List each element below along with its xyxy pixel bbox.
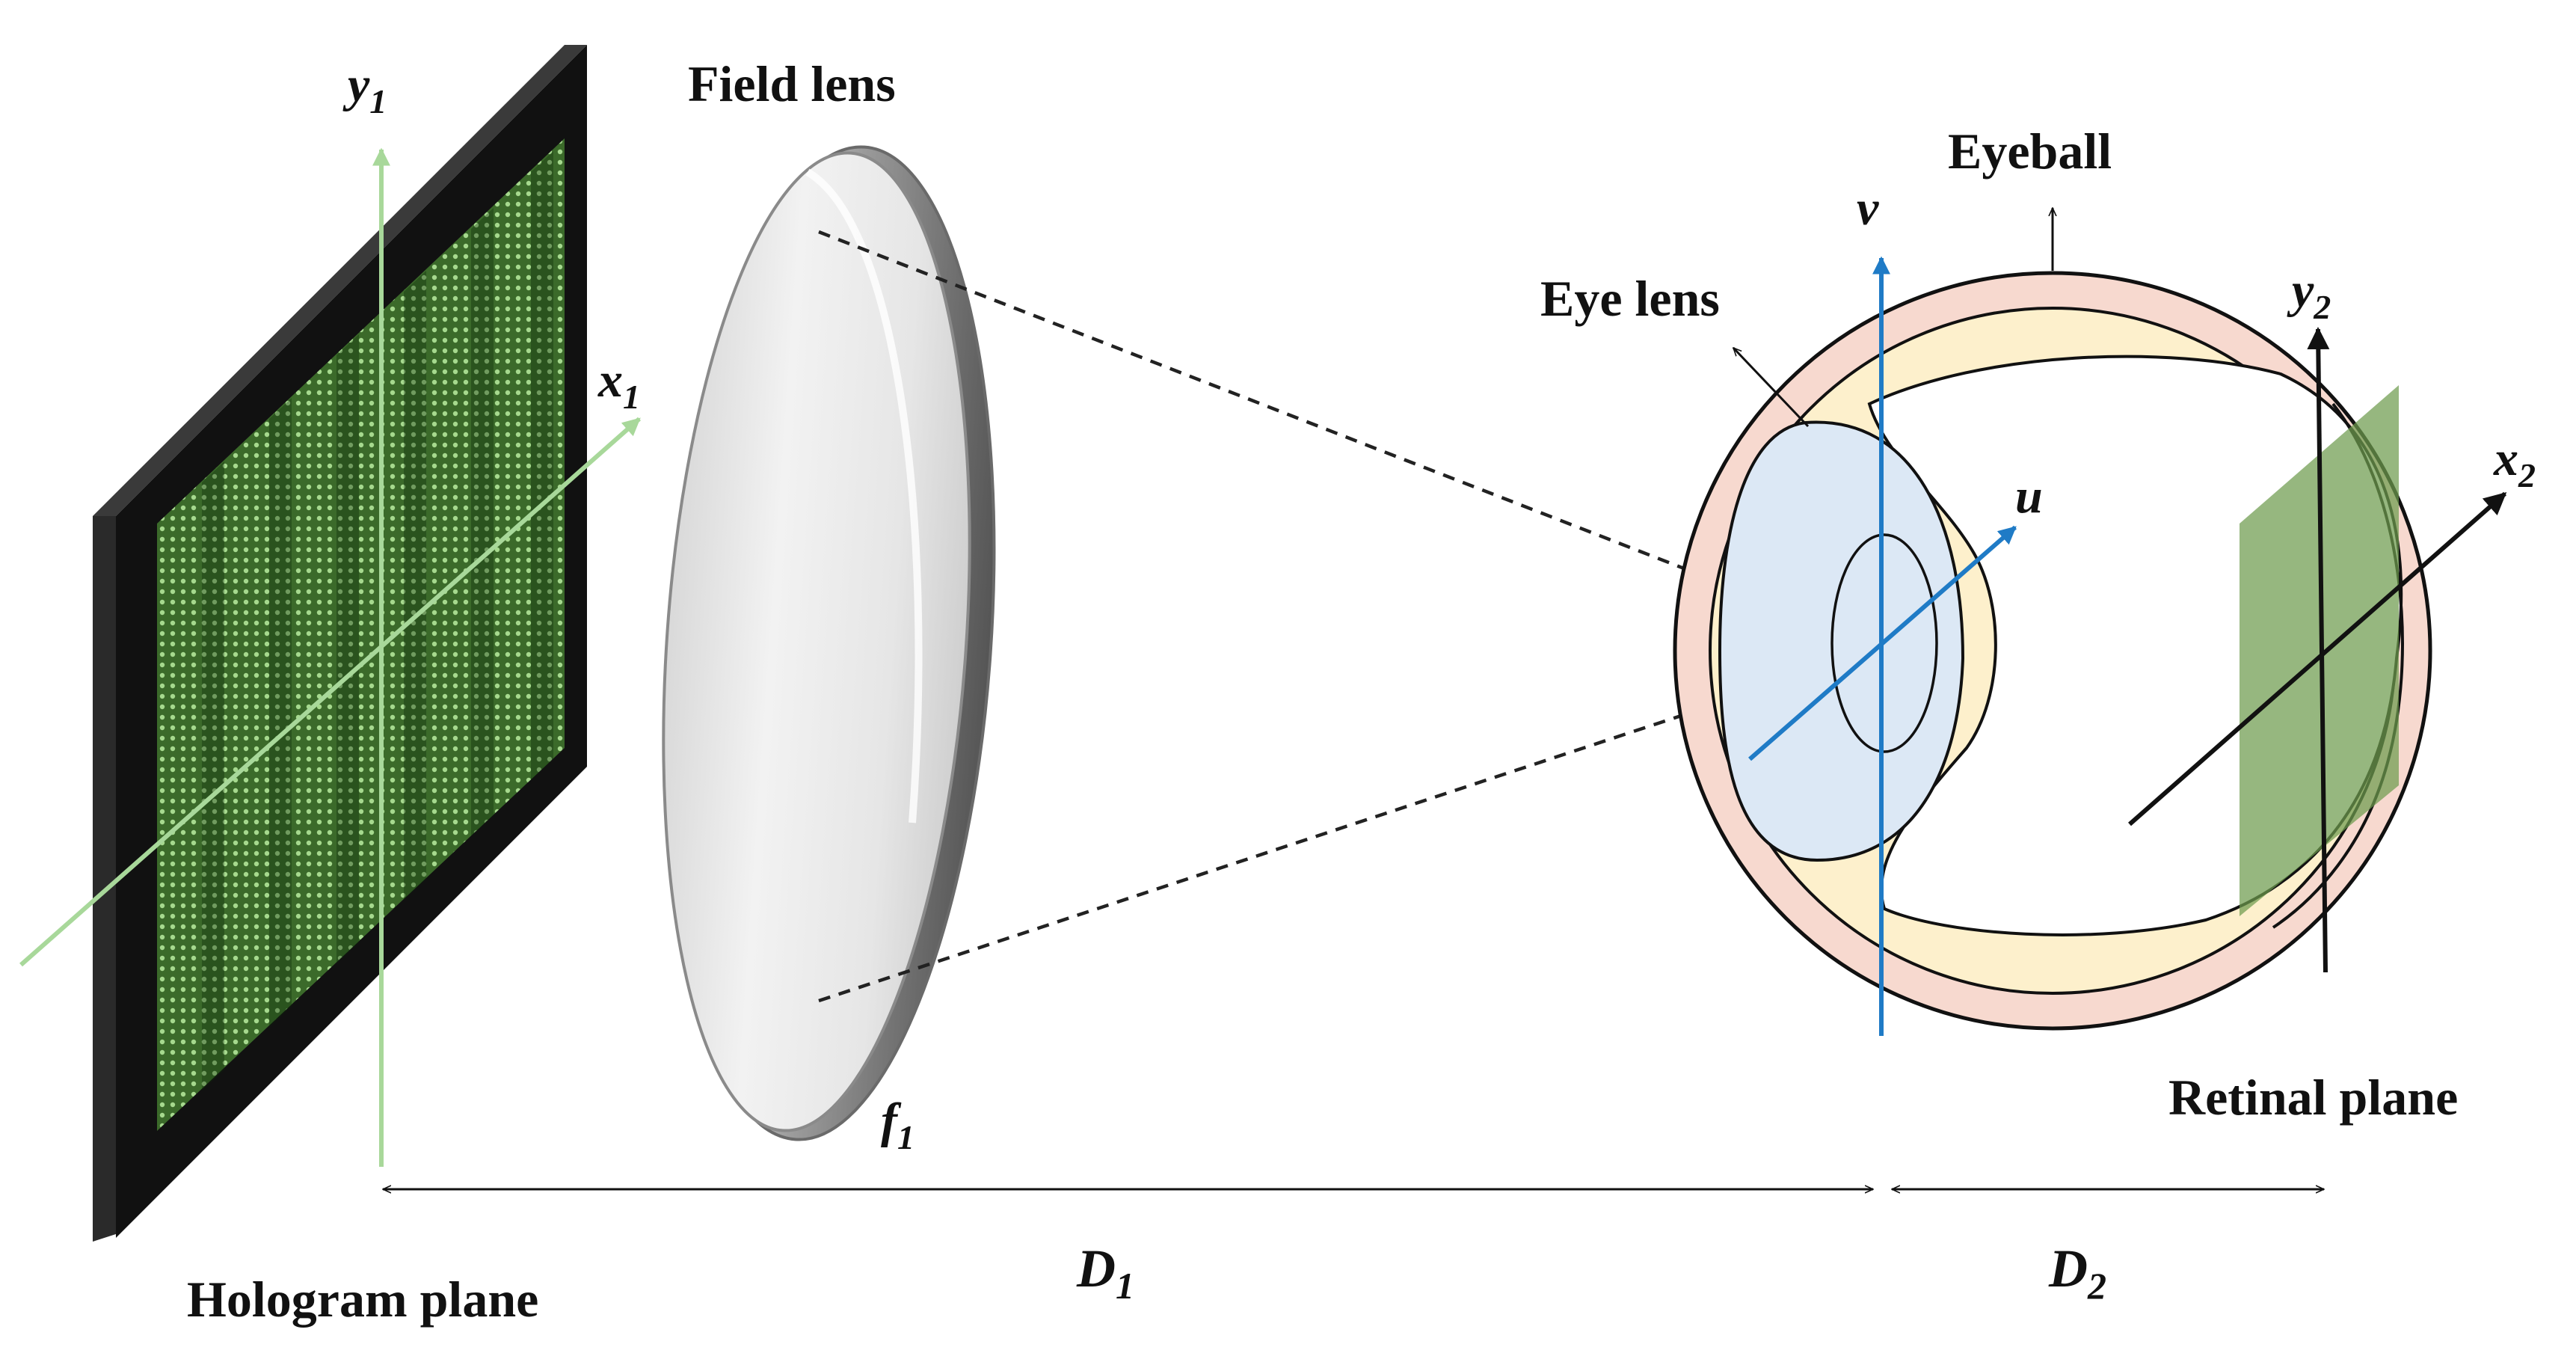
retinal-plane-sheet [2240,385,2399,916]
hologram-frame-side [93,509,116,1242]
hologram-axes [19,147,641,1167]
u-axis [1748,525,2017,761]
eye-lens-label: Eye lens [1540,270,1720,327]
hologram-frame-top [93,45,587,516]
d1-label: D1 [1076,1239,1134,1307]
eye-lens-pointer [1733,348,1810,428]
eyeball-label: Eyeball [1948,123,2112,180]
x1-label: x1 [597,353,640,416]
retinal-plane [2128,327,2507,973]
u-label: u [2015,469,2043,524]
lens-focal-label: f1 [881,1094,914,1156]
field-lens [662,145,996,1141]
v-label: v [1857,181,1879,236]
y1-label: y1 [342,58,387,120]
field-lens-label: Field lens [688,55,896,112]
field-lens-face [662,151,971,1132]
hologram-plane [93,45,587,1242]
field-lens-highlight [805,168,923,823]
eye-lens [1718,420,1965,862]
hologram-pattern [157,138,565,1131]
d2-label: D2 [2048,1239,2106,1307]
x2-axis [2128,491,2507,826]
eye-lens-axes [1748,256,2017,1036]
hologram-plane-label: Hologram plane [187,1271,538,1328]
y2-axis [2307,327,2330,973]
y2-label: y2 [2287,263,2331,326]
retinal-plane-label: Retinal plane [2168,1069,2458,1126]
x2-label: x2 [2493,432,2536,494]
pupil [1830,533,1938,753]
hologram-fringes [202,151,553,1091]
x1-axis [19,417,641,967]
